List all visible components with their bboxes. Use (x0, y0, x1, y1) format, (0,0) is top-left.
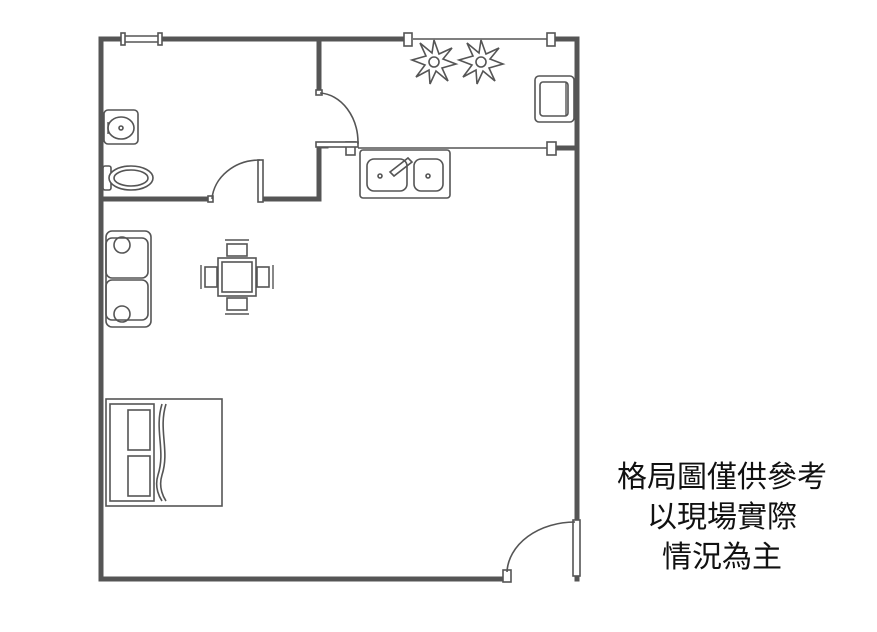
toilet (102, 165, 154, 191)
plants (409, 39, 506, 85)
kitchen-door (315, 89, 359, 148)
wash-basin (103, 109, 139, 145)
bathroom-door (207, 159, 264, 203)
window-top-left (120, 32, 163, 46)
disclaimer-line-1: 格局圖僅供參考 (617, 460, 827, 495)
disclaimer-line-2: 以現場實際 (647, 500, 797, 535)
disclaimer-line-3: 情況為主 (662, 540, 782, 575)
bed (105, 398, 223, 507)
washing-machine (534, 75, 575, 123)
sofa (105, 230, 152, 328)
balcony-windows (345, 32, 557, 156)
kitchen-sink (359, 149, 451, 199)
disclaimer-note: 格局圖僅供參考 以現場實際 情況為主 (600, 458, 844, 578)
entrance-door (502, 519, 581, 583)
dining-table (200, 239, 274, 315)
